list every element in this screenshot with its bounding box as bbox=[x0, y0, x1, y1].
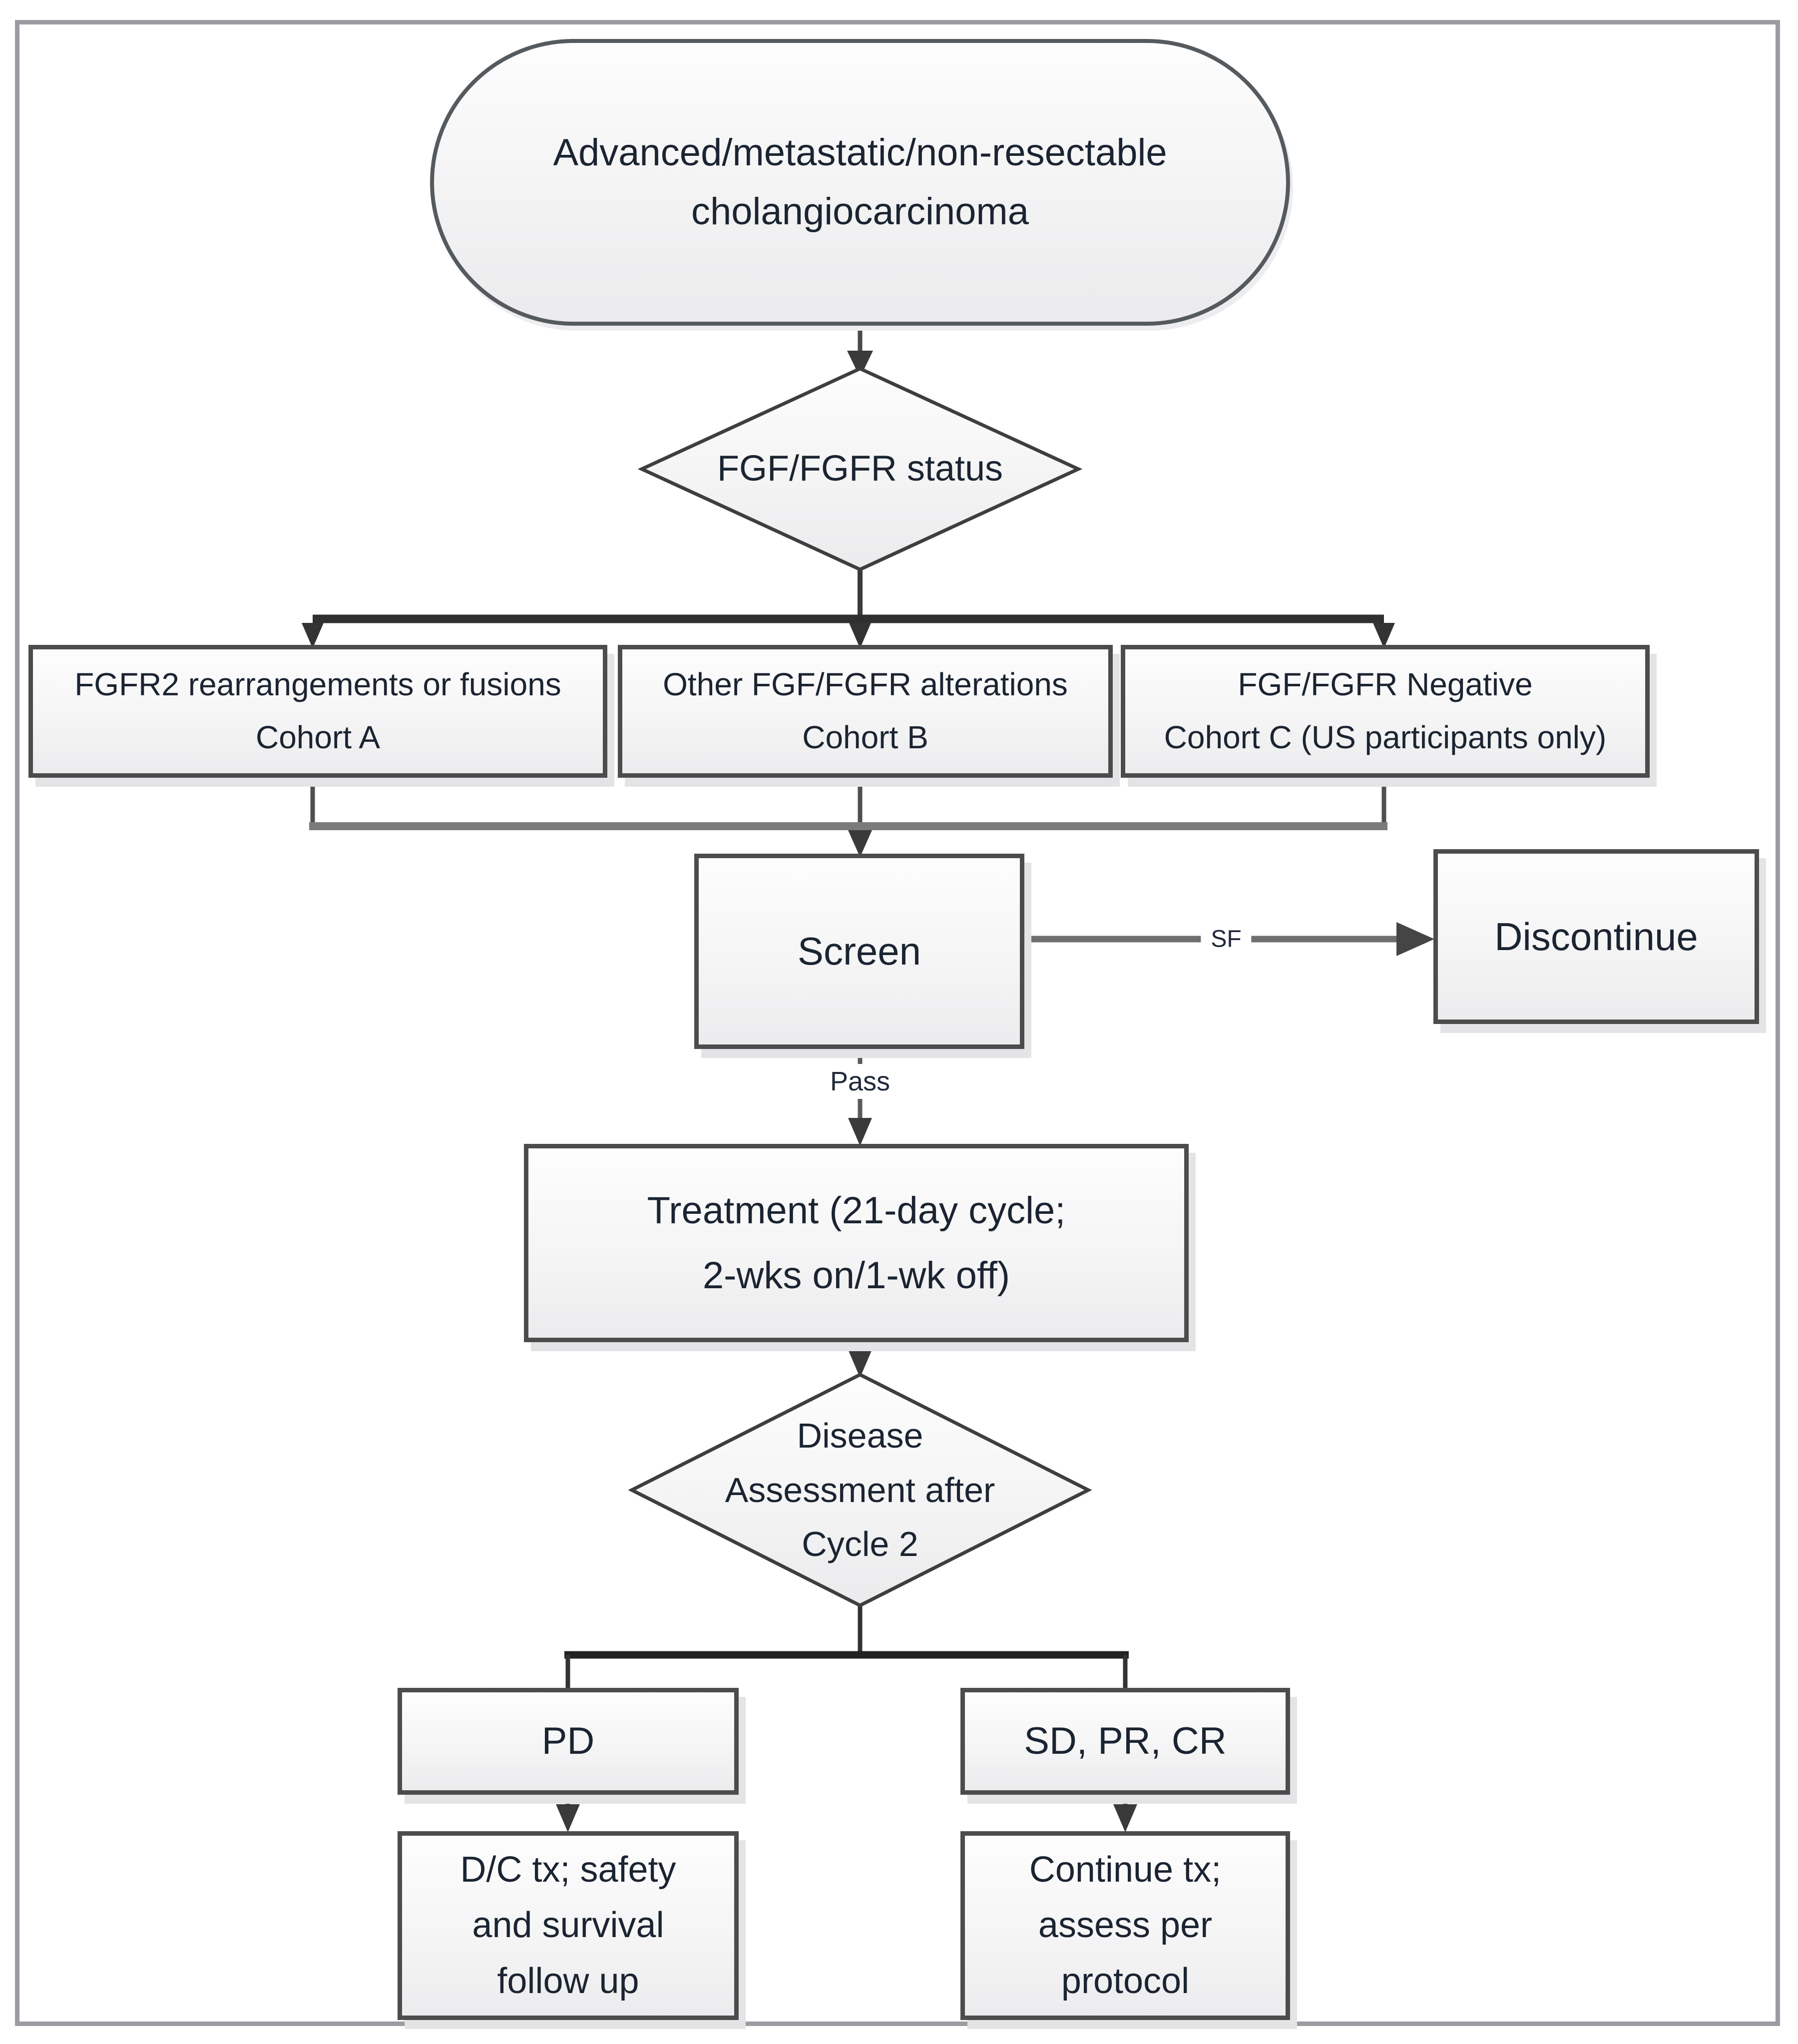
screen-label: Screen bbox=[797, 929, 921, 974]
figure-border bbox=[15, 20, 1780, 2026]
cohort-b-line2: Cohort B bbox=[802, 719, 928, 755]
disease-assessment-diamond-shape bbox=[628, 1373, 1092, 1607]
cohort-c-line1: FGF/FGFR Negative bbox=[1238, 666, 1533, 703]
node-start-line2: cholangiocarcinoma bbox=[691, 190, 1029, 233]
edge-label-pass: Pass bbox=[820, 1064, 900, 1099]
dc-tx-line3: follow up bbox=[497, 1961, 639, 2001]
dc-tx-line1: D/C tx; safety bbox=[460, 1849, 676, 1890]
node-sd-pr-cr: SD, PR, CR bbox=[960, 1688, 1290, 1795]
sd-pr-cr-label: SD, PR, CR bbox=[1024, 1720, 1227, 1763]
dc-tx-line2: and survival bbox=[472, 1905, 664, 1946]
node-dc-tx-follow-up: D/C tx; safety and survival follow up bbox=[398, 1831, 739, 2020]
cohort-a-line2: Cohort A bbox=[255, 719, 381, 755]
edge-label-sf: SF bbox=[1201, 923, 1252, 955]
node-treatment: Treatment (21-day cycle; 2-wks on/1-wk o… bbox=[524, 1144, 1189, 1342]
pd-label: PD bbox=[541, 1720, 595, 1763]
disease-assessment-line1: Disease bbox=[797, 1416, 923, 1456]
node-cohort-c: FGF/FGFR Negative Cohort C (US participa… bbox=[1121, 645, 1650, 778]
treatment-line1: Treatment (21-day cycle; bbox=[647, 1189, 1066, 1232]
fgf-status-label: FGF/FGFR status bbox=[717, 449, 1003, 489]
node-start-line1: Advanced/metastatic/non-resectable bbox=[553, 131, 1167, 174]
node-start: Advanced/metastatic/non-resectable chola… bbox=[430, 39, 1290, 326]
node-fgf-fgfr-status: FGF/FGFR status bbox=[642, 394, 1078, 544]
continue-tx-line3: protocol bbox=[1061, 1961, 1190, 2001]
treatment-line2: 2-wks on/1-wk off) bbox=[702, 1254, 1010, 1297]
node-cohort-a: FGFR2 rearrangements or fusions Cohort A bbox=[28, 645, 607, 778]
node-disease-assessment: Disease Assessment after Cycle 2 bbox=[632, 1389, 1088, 1591]
disease-assessment-line3: Cycle 2 bbox=[802, 1525, 918, 1564]
cohort-a-line1: FGFR2 rearrangements or fusions bbox=[74, 666, 561, 703]
node-pd: PD bbox=[398, 1688, 739, 1795]
node-cohort-b: Other FGF/FGFR alterations Cohort B bbox=[618, 645, 1113, 778]
node-screen: Screen bbox=[694, 854, 1024, 1049]
continue-tx-line2: assess per bbox=[1038, 1905, 1213, 1946]
cohort-c-line2: Cohort C (US participants only) bbox=[1164, 719, 1607, 755]
cohort-b-line1: Other FGF/FGFR alterations bbox=[663, 666, 1068, 703]
disease-assessment-line2: Assessment after bbox=[725, 1470, 995, 1510]
node-discontinue: Discontinue bbox=[1433, 849, 1759, 1024]
node-continue-tx: Continue tx; assess per protocol bbox=[960, 1831, 1290, 2020]
fgf-status-diamond-shape bbox=[637, 367, 1083, 571]
discontinue-label: Discontinue bbox=[1494, 914, 1698, 959]
continue-tx-line1: Continue tx; bbox=[1029, 1849, 1222, 1890]
